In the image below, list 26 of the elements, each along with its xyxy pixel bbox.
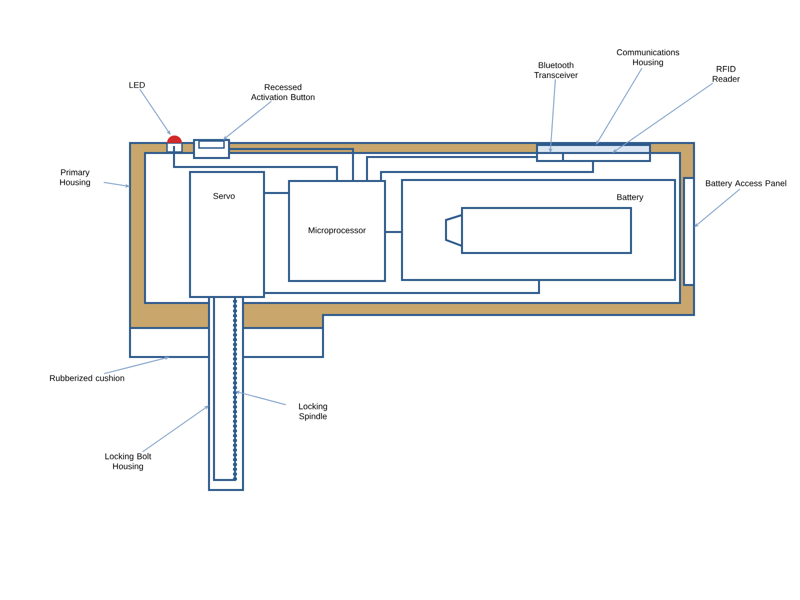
wire xyxy=(380,161,594,181)
callout-label: Recessed Activation Button xyxy=(251,84,314,100)
callout-label: Locking Spindle xyxy=(299,403,328,421)
access-panel xyxy=(683,177,695,286)
callout-label: RFID Reader xyxy=(712,66,740,82)
wire xyxy=(229,148,354,181)
callout-label: Bluetooth Transceiver xyxy=(534,62,578,78)
microprocessor-box: Microprocessor xyxy=(288,180,386,282)
callout-label: LED xyxy=(129,82,145,88)
wire xyxy=(366,156,537,181)
battery-cell xyxy=(445,207,632,254)
callout-label: Battery Access Panel xyxy=(706,180,786,188)
leader-line xyxy=(694,188,740,228)
communications-housing xyxy=(536,144,651,154)
wire xyxy=(264,280,540,294)
wire xyxy=(264,192,289,194)
wire xyxy=(173,146,338,181)
wire xyxy=(385,231,402,233)
locking-spindle xyxy=(213,296,237,481)
callout-label: Primary Housing xyxy=(60,169,90,187)
led-dome xyxy=(166,136,183,153)
servo-box: Servo xyxy=(189,171,265,298)
callout-label: Communications Housing xyxy=(616,49,680,67)
callout-label: Locking Bolt Housing xyxy=(105,453,152,471)
activation-button xyxy=(193,139,230,159)
callout-label: Rubberized cushion xyxy=(50,374,124,382)
